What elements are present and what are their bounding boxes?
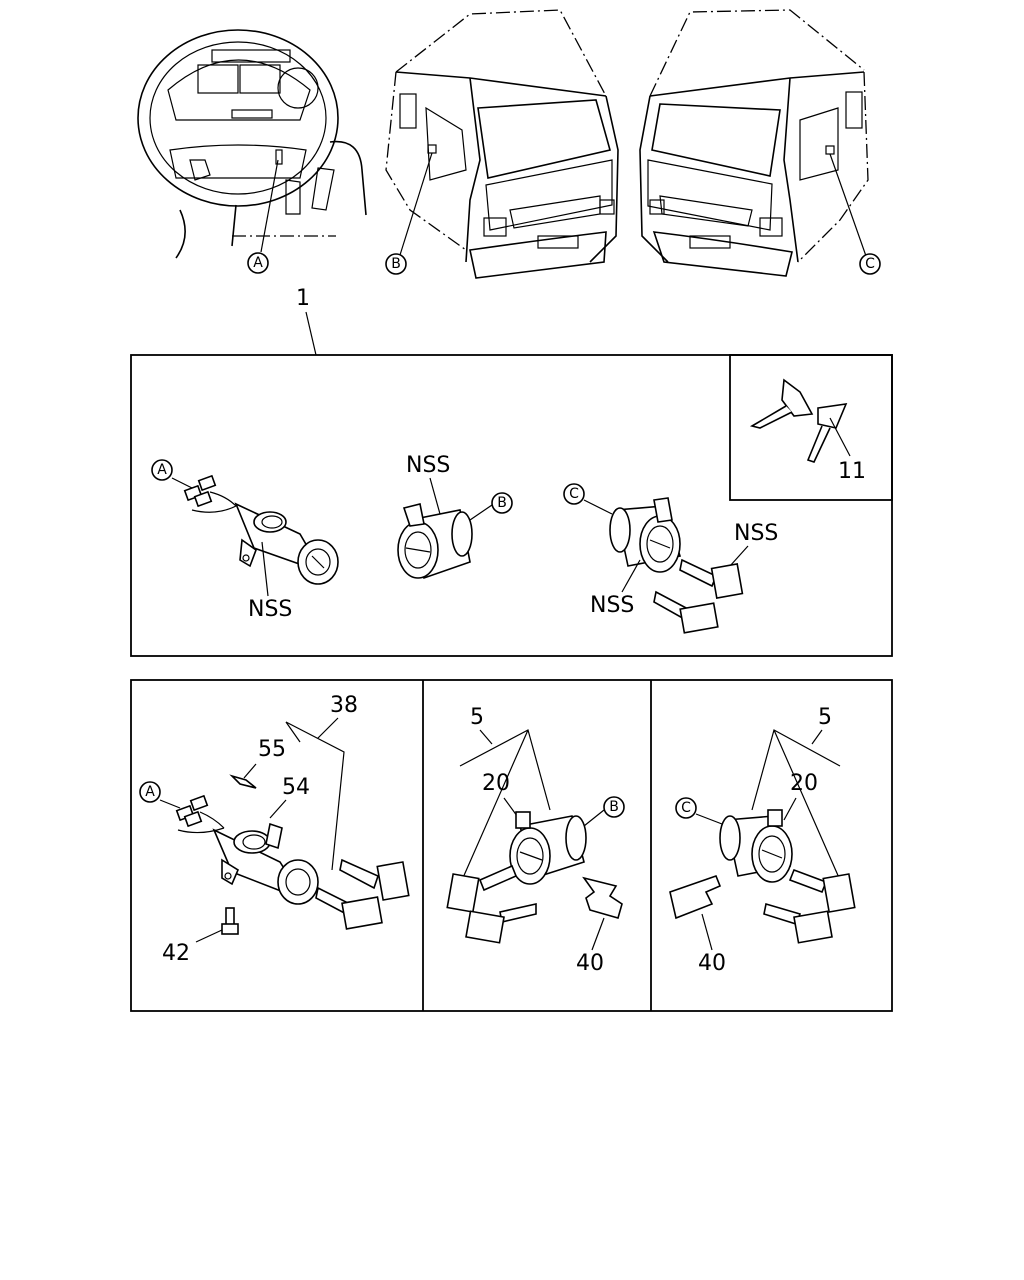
door-lock-cylinder-c-components-illustration [719,809,793,883]
key-pair-illustration [653,558,744,634]
callout-a-top: A [247,252,269,274]
callout-a-letter: A [253,255,263,271]
part-11-label: 11 [838,459,866,484]
part-40-label-c: 40 [698,951,726,976]
callout-c-letter: C [569,486,579,502]
nss-label-door-b: NSS [406,453,450,478]
part-38-label: 38 [330,693,358,718]
callout-b-letter: B [391,256,401,272]
key-set-illustration [749,378,851,463]
clip-40-b-illustration [582,876,623,919]
callout-c-bottom: C [675,797,697,819]
part-42-label: 42 [162,941,190,966]
part-1-leader [305,311,317,356]
truck-cab-left-door-illustration [385,9,619,279]
door-lock-cylinder-c-illustration [609,497,682,573]
ignition-switch-assembly-illustration [171,474,339,585]
part-40-label-b: 40 [576,951,604,976]
callout-c-top: C [859,253,881,275]
ignition-switch-components-illustration [159,794,410,930]
callout-c-letter: C [865,256,875,272]
callout-c-letter: C [681,800,691,816]
screw-55-illustration [229,774,257,789]
set-panel-border [130,354,893,657]
callout-b-letter: B [497,495,507,511]
bolt-42-illustration [221,907,239,935]
key-inset-border [729,354,893,501]
nss-label-door-c: NSS [590,593,634,618]
part-1-label: 1 [296,286,310,311]
components-panel-border [130,679,893,1012]
callout-b-top: B [385,253,407,275]
clip-40-c-illustration [669,874,722,920]
part-20-label-c: 20 [790,771,818,796]
part-20-label-b: 20 [482,771,510,796]
callout-a-letter: A [145,784,155,800]
steering-wheel-illustration [137,29,367,259]
keys-b-illustration [446,864,537,944]
callout-a-letter: A [157,462,167,478]
keys-c-illustration [763,868,856,944]
nss-label-keys: NSS [734,521,778,546]
nss-label-ignition: NSS [248,597,292,622]
callout-b-mid: B [491,492,513,514]
callout-a-mid: A [151,459,173,481]
part-54-label: 54 [282,775,310,800]
callout-c-mid: C [563,483,585,505]
truck-cab-right-door-illustration [639,9,869,277]
callout-a-bottom: A [139,781,161,803]
callout-b-letter: B [609,799,619,815]
door-lock-cylinder-b-illustration [397,503,473,580]
callout-b-bottom: B [603,796,625,818]
door-lock-cylinder-b-components-illustration [509,811,587,885]
part-5-label-b: 5 [470,705,484,730]
part-5-label-c: 5 [818,705,832,730]
part-55-label: 55 [258,737,286,762]
